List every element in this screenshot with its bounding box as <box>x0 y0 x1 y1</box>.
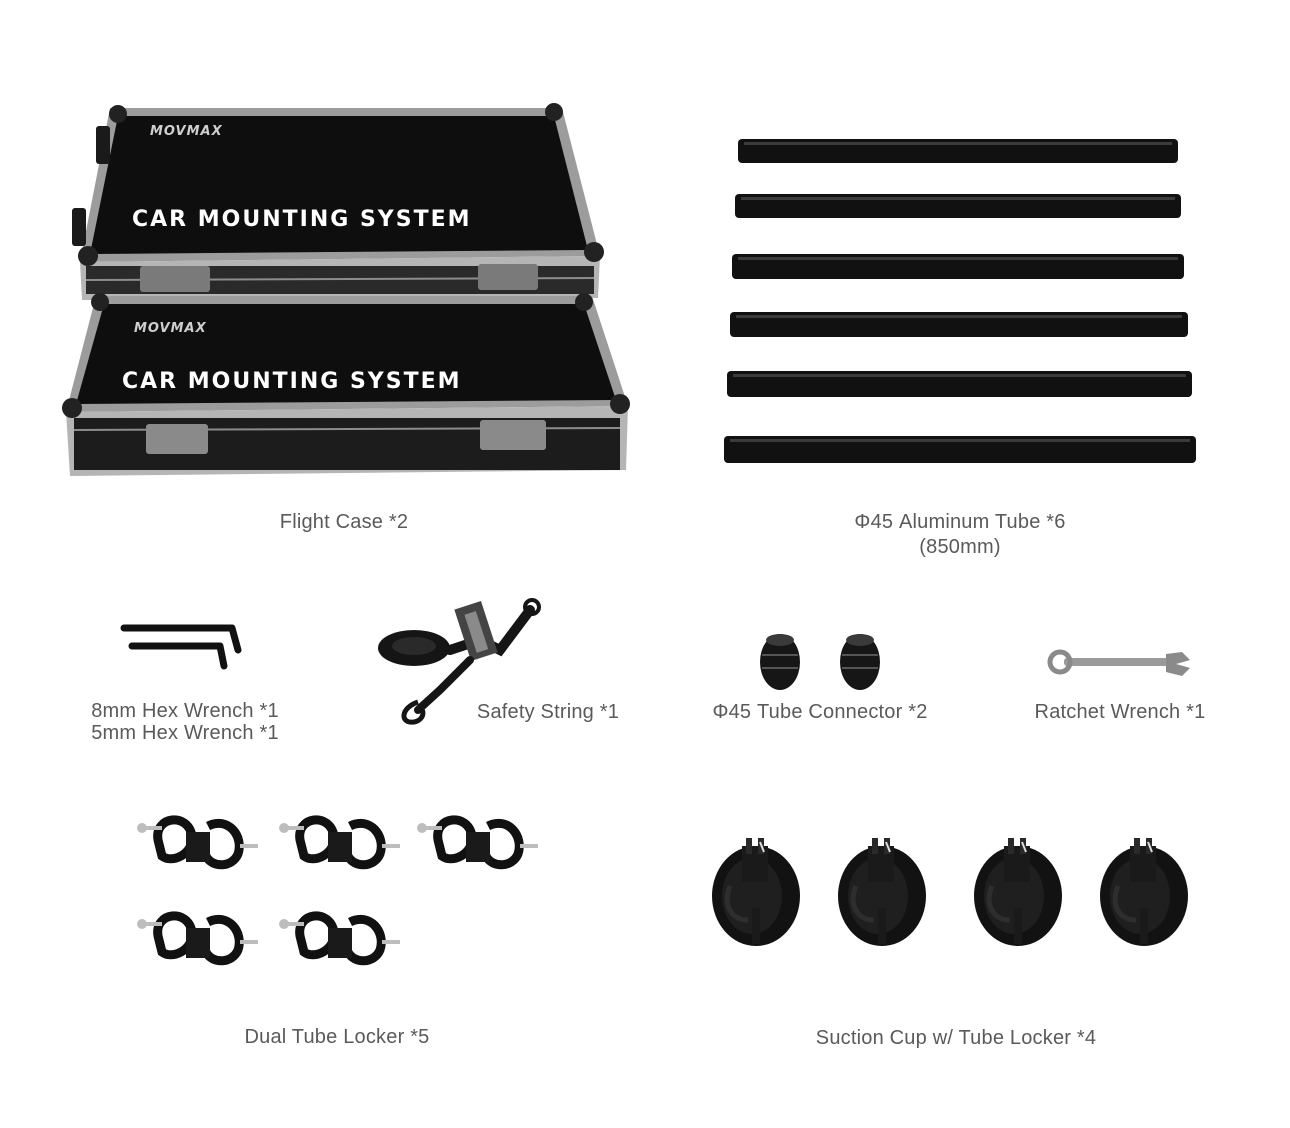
tube-1 <box>738 139 1178 163</box>
safety-string-caption: Safety String *1 <box>476 701 620 723</box>
aluminum-tube-caption-line2: (850mm) <box>919 536 1001 558</box>
tube-3 <box>732 254 1184 279</box>
dual-tube-locker-caption: Dual Tube Locker *5 <box>244 1026 430 1048</box>
dual-tube-locker-1 <box>137 820 258 865</box>
tube-connector-1 <box>760 634 800 690</box>
flight-case-top <box>72 103 604 300</box>
suction-cup-1 <box>712 838 800 946</box>
tube-5 <box>727 371 1192 397</box>
ratchet-wrench-caption: Ratchet Wrench *1 <box>1034 701 1206 723</box>
tube-connector-2 <box>840 634 880 690</box>
suction-cup-3 <box>974 838 1062 946</box>
tube-4 <box>730 312 1188 337</box>
suction-cup-2 <box>838 838 926 946</box>
hex-wrench-caption: 8mm Hex Wrench *1 5mm Hex Wrench *1 <box>70 700 300 744</box>
aluminum-tube-caption-line1: Φ45 Aluminum Tube *6 <box>854 511 1066 533</box>
case-title-top: CAR MOUNTING SYSTEM <box>132 207 472 232</box>
suction-cup-caption: Suction Cup w/ Tube Locker *4 <box>815 1027 1097 1049</box>
dual-tube-locker-4 <box>137 916 258 961</box>
flight-case-bottom <box>62 293 630 476</box>
tube-6 <box>724 436 1196 463</box>
aluminum-tube-caption: Φ45 Aluminum Tube *6 (850mm) <box>830 510 1090 560</box>
case-logo-top: MOVMAX <box>150 124 223 139</box>
case-logo-bottom: MOVMAX <box>134 321 207 336</box>
hex-wrench-caption-line2: 5mm Hex Wrench *1 <box>91 722 279 744</box>
hex-wrench-caption-line1: 8mm Hex Wrench *1 <box>91 700 279 722</box>
flight-case-caption: Flight Case *2 <box>279 511 409 533</box>
suction-cup-4 <box>1100 838 1188 946</box>
dual-tube-locker-3 <box>417 820 538 865</box>
dual-tube-locker-5 <box>279 916 400 961</box>
dual-tube-locker-2 <box>279 820 400 865</box>
tube-2 <box>735 194 1181 218</box>
tube-connector-caption: Φ45 Tube Connector *2 <box>712 701 928 723</box>
case-title-bottom: CAR MOUNTING SYSTEM <box>122 369 462 394</box>
